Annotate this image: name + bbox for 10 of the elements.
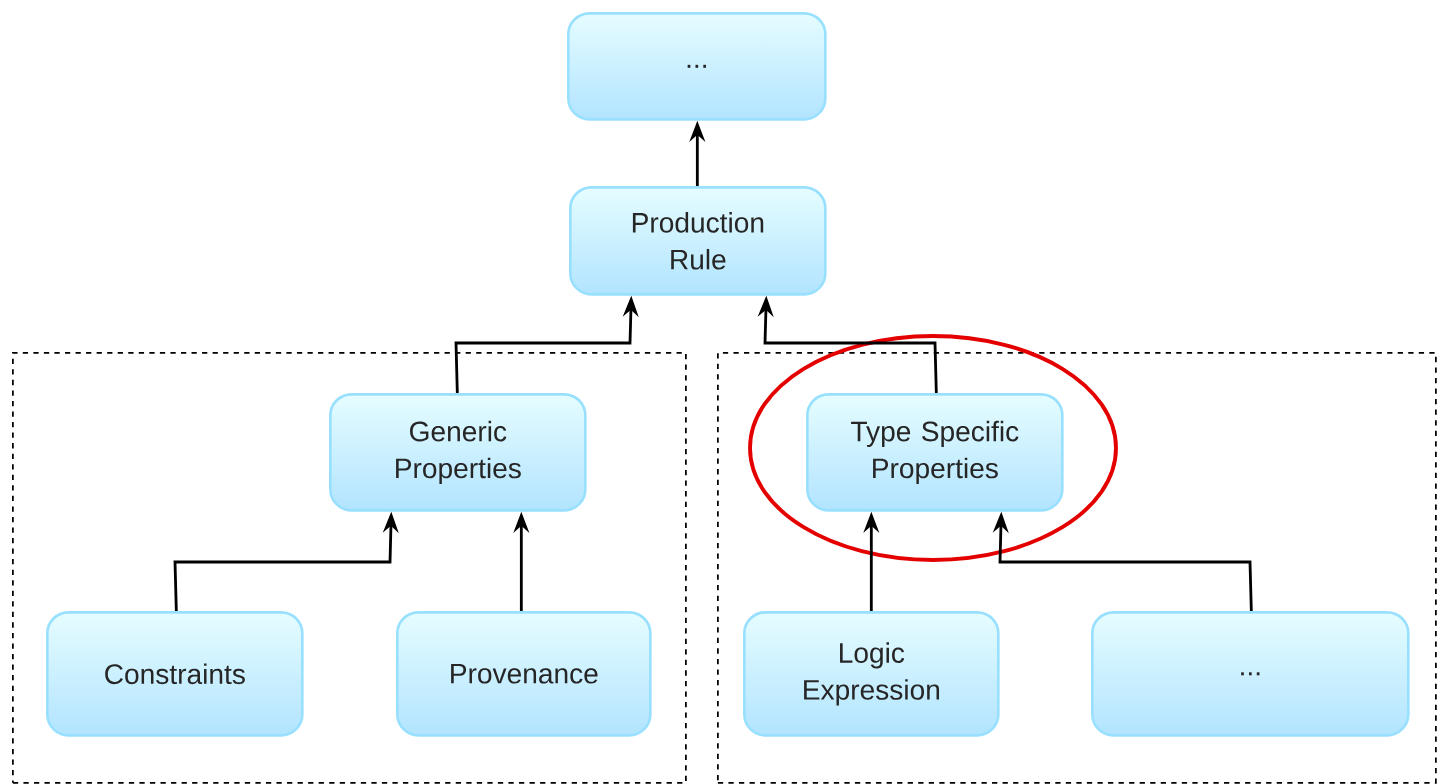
process-box: Constraints xyxy=(46,611,304,737)
process-box: Logic Expression xyxy=(743,611,1000,737)
process-box: Generic Properties xyxy=(329,393,587,512)
process-box: ... xyxy=(567,12,827,121)
process-box: Provenance xyxy=(396,611,652,737)
process-box: ... xyxy=(1091,611,1410,737)
process-box: Type Specific Properties xyxy=(806,393,1064,512)
group-box xyxy=(717,352,1437,784)
process-box: Production Rule xyxy=(569,186,827,296)
group-box xyxy=(12,352,687,784)
